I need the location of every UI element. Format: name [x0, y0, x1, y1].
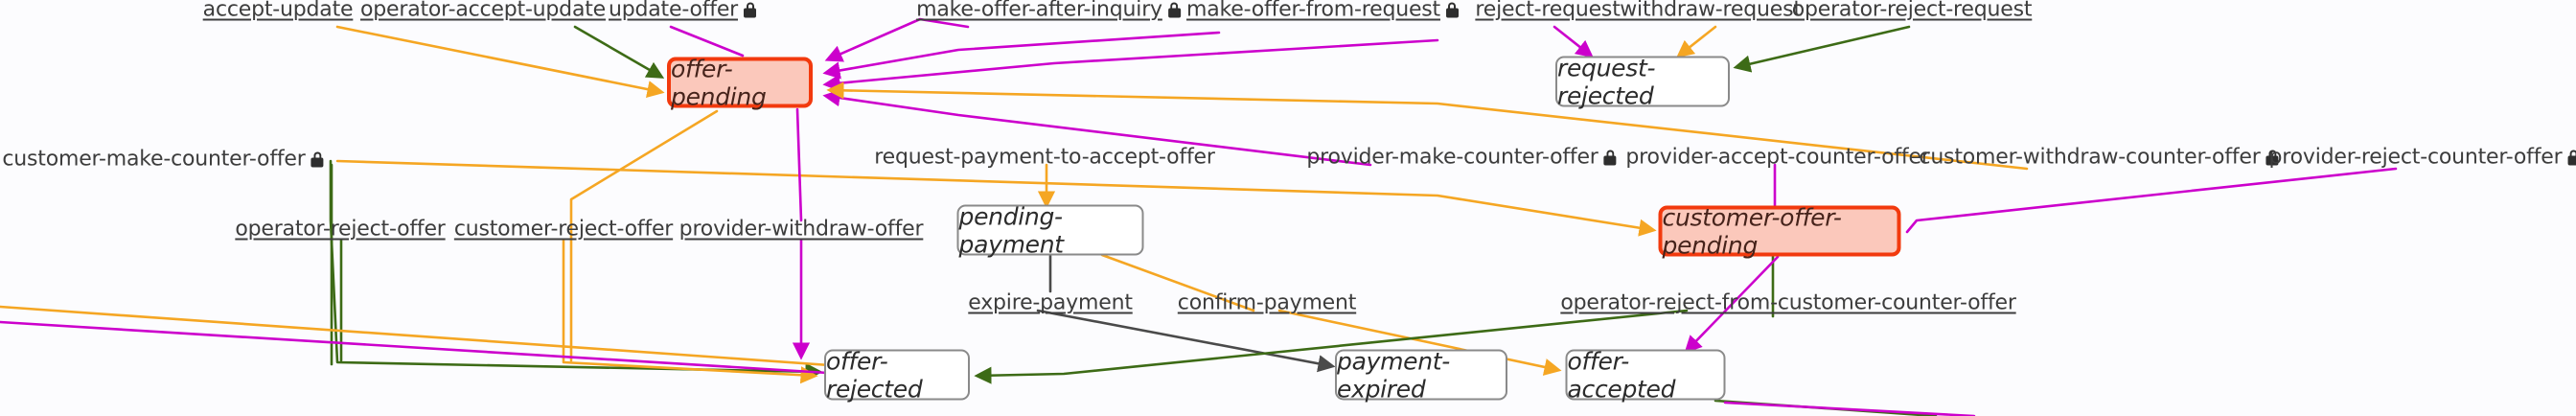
transition-edge [826, 81, 2029, 171]
lock-icon [2266, 150, 2279, 165]
event-label-text: reject-request [1475, 0, 1621, 22]
event-label-text: operator-accept-update [359, 0, 607, 22]
event-label-make-offer-from-request[interactable]: make-offer-from-request [1186, 0, 1459, 22]
lock-icon [1445, 2, 1459, 17]
event-label-text: operator-reject-from-customer-counter-of… [1560, 290, 2016, 315]
event-label-operator-reject-request[interactable]: operator-reject-request [1792, 0, 2033, 22]
event-label-text: withdraw-request [1620, 0, 1802, 22]
transition-edge [822, 89, 1372, 167]
event-label-text: confirm-payment [1177, 290, 1357, 315]
event-label-customer-withdraw-counter-offer[interactable]: customer-withdraw-counter-offer [1919, 145, 2279, 170]
transition-edge [1905, 167, 2398, 234]
event-label-customer-make-counter-offer[interactable]: customer-make-counter-offer [2, 147, 324, 172]
state-node-label: offer-rejected [826, 347, 923, 403]
lock-icon [1603, 150, 1617, 165]
transition-edge [974, 309, 1689, 384]
transition-edge [335, 25, 665, 99]
event-label-text: customer-reject-offer [453, 217, 674, 242]
event-label-text: update-offer [609, 0, 738, 22]
transition-edge [1277, 309, 1562, 376]
event-label-text: provider-make-counter-offer [1306, 145, 1598, 170]
transition-edge [822, 38, 1439, 92]
event-label-operator-reject-from-customer-counter-offer[interactable]: operator-reject-from-customer-counter-of… [1560, 290, 2016, 315]
state-node-request-rejected[interactable]: request-rejected [1555, 54, 1730, 109]
event-label-text: provider-accept-counter-offer [1625, 145, 1930, 170]
event-label-text: request-payment-to-accept-offer [874, 145, 1215, 170]
lock-icon [2567, 150, 2576, 165]
state-node-label: payment-expired [1337, 347, 1450, 403]
event-label-operator-reject-offer[interactable]: operator-reject-offer [235, 218, 445, 242]
state-node-payment-expired[interactable]: payment-expired [1335, 347, 1507, 403]
transition-edge [1676, 25, 1717, 58]
lock-icon [744, 2, 756, 17]
event-label-accept-update[interactable]: accept-update [203, 0, 354, 22]
state-node-label: offer-pending [671, 55, 767, 110]
event-label-customer-reject-offer[interactable]: customer-reject-offer [454, 218, 673, 242]
event-label-text: customer-withdraw-counter-offer [1919, 145, 2261, 170]
event-label-text: expire-payment [968, 290, 1133, 315]
event-label-request-payment-to-accept-offer[interactable]: request-payment-to-accept-offer [874, 145, 1215, 170]
event-label-text: make-offer-from-request [1186, 0, 1440, 22]
event-label-make-offer-after-inquiry[interactable]: make-offer-after-inquiry [916, 0, 1181, 22]
state-node-label: customer-offer-pending [1662, 203, 1842, 259]
transition-edge [1036, 309, 1336, 373]
transition-edges [0, 17, 2398, 416]
event-label-operator-accept-update[interactable]: operator-accept-update [360, 0, 606, 22]
transition-edge [573, 25, 665, 79]
transition-edge [569, 109, 719, 362]
transition-edge [562, 238, 818, 384]
transition-edge [329, 159, 823, 381]
lock-icon [1167, 2, 1181, 17]
event-label-provider-reject-counter-offer[interactable]: provider-reject-counter-offer [2269, 146, 2576, 170]
transition-edge [1100, 253, 1255, 312]
state-node-offer-accepted[interactable]: offer-accepted [1565, 347, 1726, 403]
transition-edge [1733, 25, 1911, 73]
event-label-text: operator-reject-request [1791, 0, 2033, 22]
transition-edge [335, 159, 1657, 237]
event-label-text: accept-update [202, 0, 354, 22]
transition-edge [822, 31, 1221, 80]
event-label-text: make-offer-after-inquiry [916, 0, 1162, 22]
event-label-provider-make-counter-offer[interactable]: provider-make-counter-offer [1306, 145, 1617, 170]
transition-edge [0, 305, 845, 368]
transition-edge [1723, 401, 1976, 416]
lock-icon [310, 151, 324, 167]
state-node-customer-offer-pending[interactable]: customer-offer-pending [1658, 203, 1901, 259]
state-node-pending-payment[interactable]: pending-payment [956, 202, 1144, 258]
transition-edge [0, 320, 847, 382]
transition-edge [795, 107, 803, 222]
transition-edge [1552, 25, 1594, 58]
state-node-offer-pending[interactable]: offer-pending [667, 55, 813, 110]
event-label-withdraw-request[interactable]: withdraw-request [1620, 0, 1802, 22]
event-label-confirm-payment[interactable]: confirm-payment [1177, 290, 1357, 315]
event-label-provider-withdraw-offer[interactable]: provider-withdraw-offer [679, 218, 924, 242]
event-label-text: provider-reject-counter-offer [2268, 145, 2563, 170]
state-node-label: request-rejected [1557, 54, 1656, 109]
event-label-text: provider-withdraw-offer [678, 217, 924, 242]
event-label-reject-request[interactable]: reject-request [1475, 0, 1620, 22]
event-label-text: operator-reject-offer [235, 217, 446, 242]
event-label-expire-payment[interactable]: expire-payment [968, 290, 1133, 315]
transition-edge [824, 17, 970, 62]
event-label-text: customer-make-counter-offer [2, 147, 306, 172]
state-node-label: offer-accepted [1567, 347, 1676, 403]
event-label-provider-accept-counter-offer[interactable]: provider-accept-counter-offer [1625, 146, 1929, 170]
state-node-offer-rejected[interactable]: offer-rejected [824, 347, 970, 403]
transition-edge [1684, 255, 1780, 354]
transition-edge [669, 25, 745, 58]
state-node-label: pending-payment [958, 202, 1065, 258]
event-label-update-offer[interactable]: update-offer [609, 0, 756, 22]
